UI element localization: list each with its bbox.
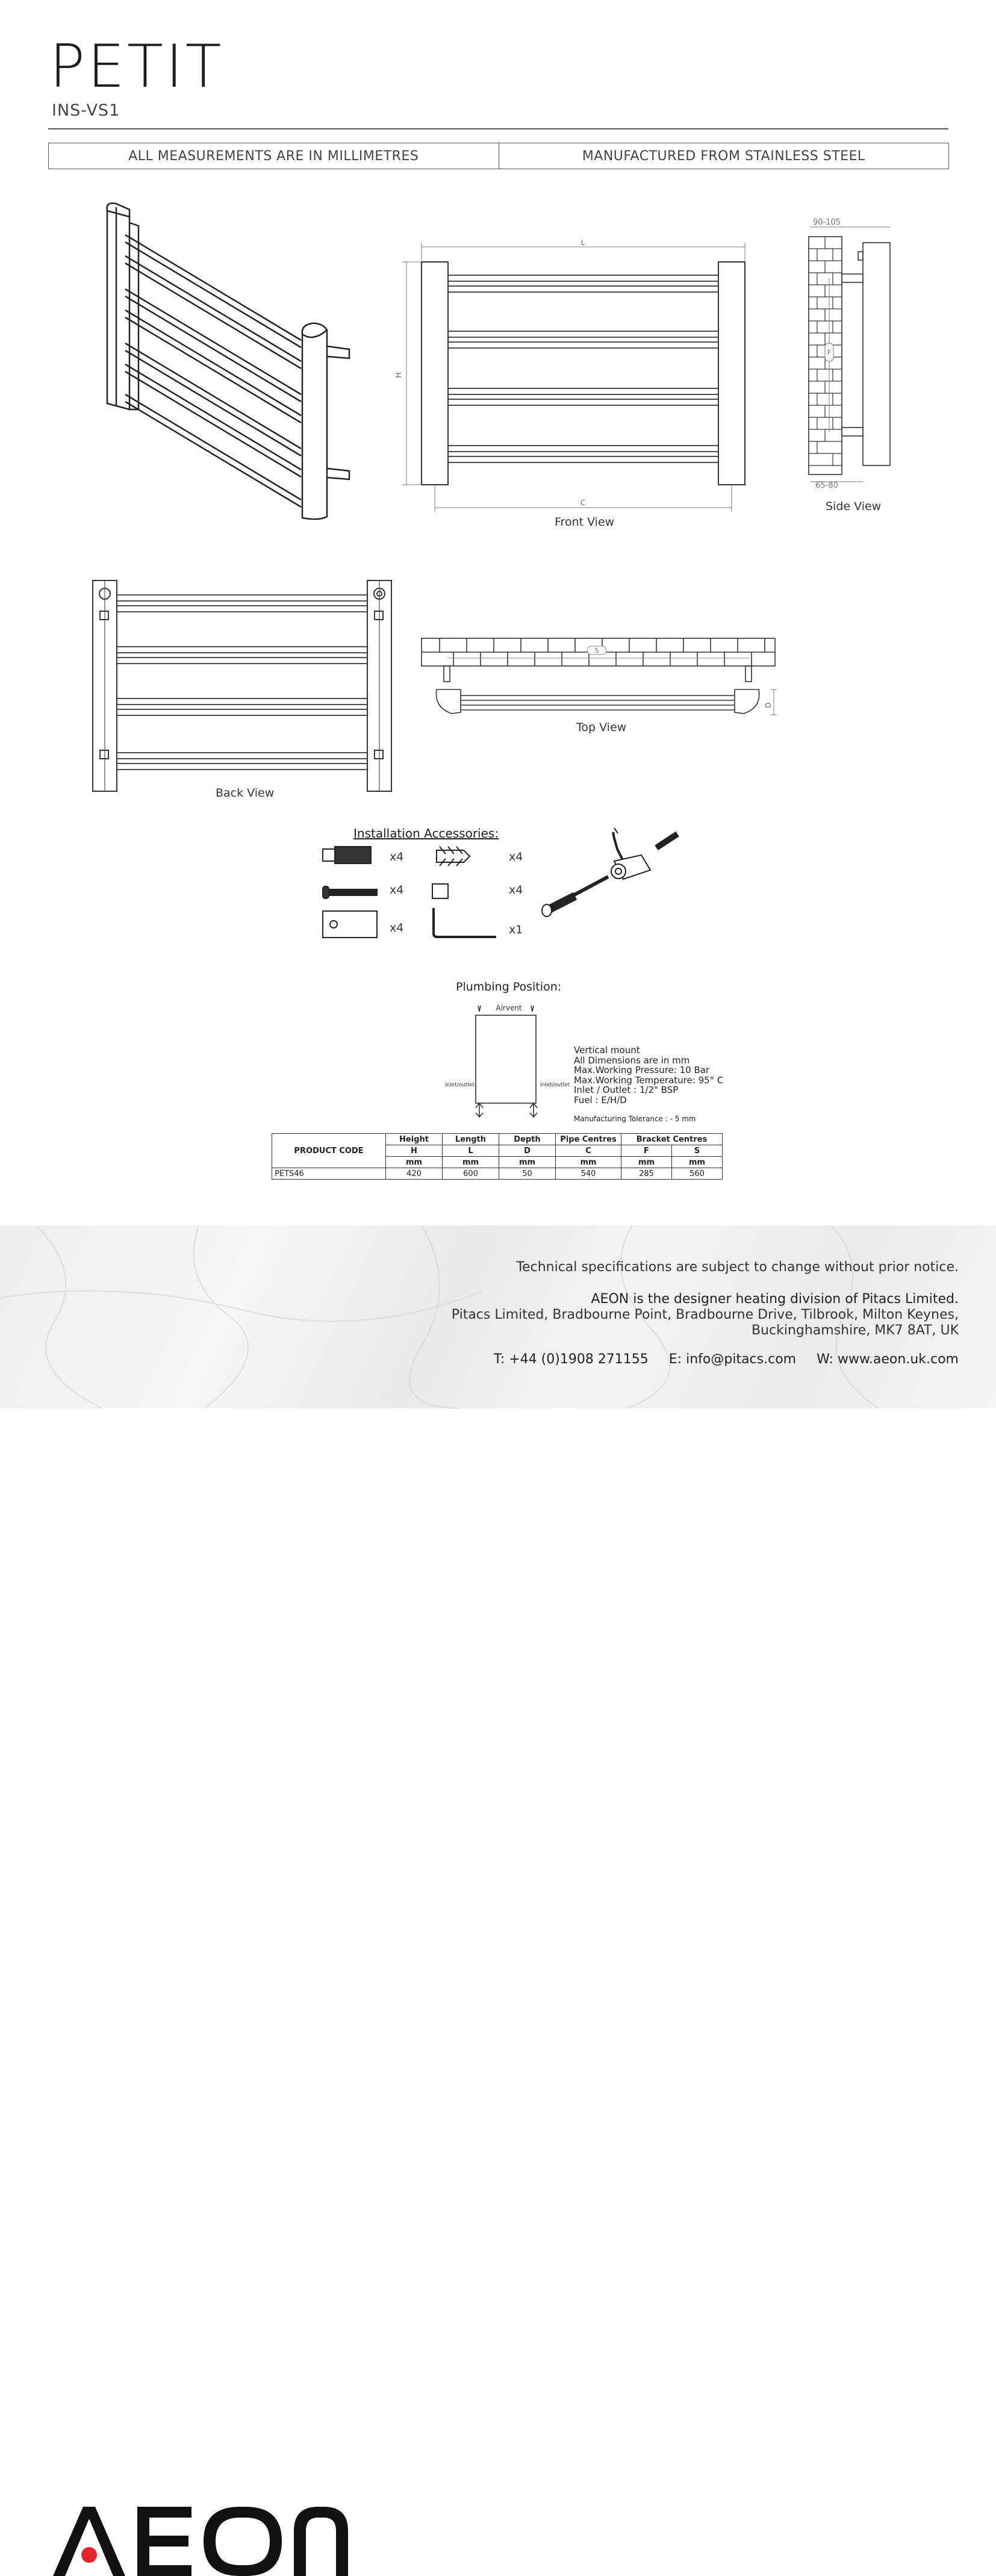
side-view-label: Side View xyxy=(826,500,882,513)
top-view-drawing: S D xyxy=(421,638,777,715)
front-view-label: Front View xyxy=(555,515,615,529)
plumbing-title: Plumbing Position: xyxy=(456,980,562,994)
phone-text: T: +44 (0)1908 271155 xyxy=(493,1352,649,1367)
spec-notice: Technical specifications are subject to … xyxy=(516,1260,959,1275)
qty-2: x4 xyxy=(509,850,523,863)
row-value: 560 xyxy=(671,1168,723,1180)
letter-l: L xyxy=(442,1145,499,1157)
note-line: Fuel : E/H/D xyxy=(574,1094,627,1106)
col-header-length: Length xyxy=(442,1133,499,1145)
front-view-drawing: L H C xyxy=(394,238,745,512)
product-code: INS-VS1 xyxy=(52,101,120,120)
tolerance-note: Manufacturing Tolerance : - 5 mm xyxy=(574,1115,696,1123)
row-code: PETS46 xyxy=(272,1168,386,1180)
back-view-label: Back View xyxy=(216,786,275,800)
qty-4: x4 xyxy=(509,883,523,897)
note-line: Vertical mount xyxy=(574,1045,640,1056)
letter-s: S xyxy=(671,1145,723,1157)
spec-table: PRODUCT CODE Height Length Depth Pipe Ce… xyxy=(272,1133,723,1180)
row-value: 540 xyxy=(555,1168,621,1180)
page-title: PETIT xyxy=(49,33,224,101)
aeon-logo xyxy=(53,2507,348,2576)
dim-h-label: H xyxy=(394,372,403,378)
note-line: Max.Working Temperature: 95° C xyxy=(574,1074,724,1086)
col-header-height: Height xyxy=(385,1133,443,1145)
unit: mm xyxy=(621,1156,672,1168)
table-row: PETS46 420 600 50 540 285 560 xyxy=(272,1168,723,1180)
dim-s-label: S xyxy=(595,647,599,655)
unit: mm xyxy=(385,1156,443,1168)
note-line: All Dimensions are in mm xyxy=(574,1054,690,1066)
letter-f: F xyxy=(621,1145,672,1157)
accessories-title: Installation Accessories: xyxy=(353,826,499,841)
address-line-1: Pitacs Limited, Bradbourne Point, Bradbo… xyxy=(451,1307,959,1322)
product-code-header: PRODUCT CODE xyxy=(272,1133,386,1168)
col-header-pipe-centres: Pipe Centres xyxy=(555,1133,621,1145)
unit: mm xyxy=(442,1156,499,1168)
letter-d: D xyxy=(499,1145,556,1157)
plumbing-notes: Vertical mount All Dimensions are in mm … xyxy=(574,1045,723,1105)
perspective-drawing xyxy=(106,202,350,520)
info-bar: ALL MEASUREMENTS ARE IN MILLIMETRES MANU… xyxy=(48,143,949,169)
qty-5: x4 xyxy=(390,921,403,935)
material-note: MANUFACTURED FROM STAINLESS STEEL xyxy=(582,148,865,164)
plumbing-diagram: Airvent inlet/outlet inlet/outlet xyxy=(445,1004,570,1118)
qty-6: x1 xyxy=(509,923,523,936)
letter-c: C xyxy=(555,1145,621,1157)
row-value: 50 xyxy=(499,1168,556,1180)
row-value: 600 xyxy=(442,1168,499,1180)
side-view-drawing: F 90-105 65-80 xyxy=(808,218,891,490)
accessories-drawing: x4 x4 x4 x4 x4 x1 xyxy=(322,827,679,938)
dim-l-label: L xyxy=(581,238,585,247)
inlet-left-label: inlet/outlet xyxy=(445,1082,475,1088)
inlet-right-label: inlet/outlet xyxy=(540,1082,570,1088)
top-view-label: Top View xyxy=(576,721,627,734)
dim-side-top-label: 90-105 xyxy=(813,218,841,227)
dim-d-label: D xyxy=(764,702,773,708)
back-view-drawing xyxy=(92,580,392,792)
airvent-label: Airvent xyxy=(496,1004,522,1012)
contact-row: T: +44 (0)1908 271155 E: info@pitacs.com… xyxy=(494,1352,959,1367)
marble-texture xyxy=(0,1225,880,1409)
logo-dot xyxy=(81,2547,97,2563)
note-line: Inlet / Outlet : 1/2" BSP xyxy=(574,1084,679,1095)
dim-c-label: C xyxy=(580,499,585,507)
row-value: 420 xyxy=(385,1168,443,1180)
dim-f-label: F xyxy=(827,349,831,356)
col-header-bracket-centres: Bracket Centres xyxy=(621,1133,723,1145)
note-line: Max.Working Pressure: 10 Bar xyxy=(574,1065,710,1075)
col-header-depth: Depth xyxy=(499,1133,556,1145)
unit: mm xyxy=(671,1156,723,1168)
website-link[interactable]: W: www.aeon.uk.com xyxy=(817,1352,959,1367)
division-text: AEON is the designer heating division of… xyxy=(591,1292,959,1307)
qty-3: x4 xyxy=(390,883,403,897)
email-link[interactable]: E: info@pitacs.com xyxy=(668,1352,797,1367)
dim-side-bottom-label: 65-80 xyxy=(815,481,838,490)
unit: mm xyxy=(555,1156,621,1168)
measurement-note: ALL MEASUREMENTS ARE IN MILLIMETRES xyxy=(49,143,499,169)
unit: mm xyxy=(499,1156,556,1168)
header-divider xyxy=(48,128,948,129)
footer: Technical specifications are subject to … xyxy=(0,1225,996,2576)
qty-1: x4 xyxy=(390,850,403,863)
letter-h: H xyxy=(385,1145,443,1157)
row-value: 285 xyxy=(621,1168,672,1180)
address-line-2: Buckinghamshire, MK7 8AT, UK xyxy=(751,1323,959,1338)
